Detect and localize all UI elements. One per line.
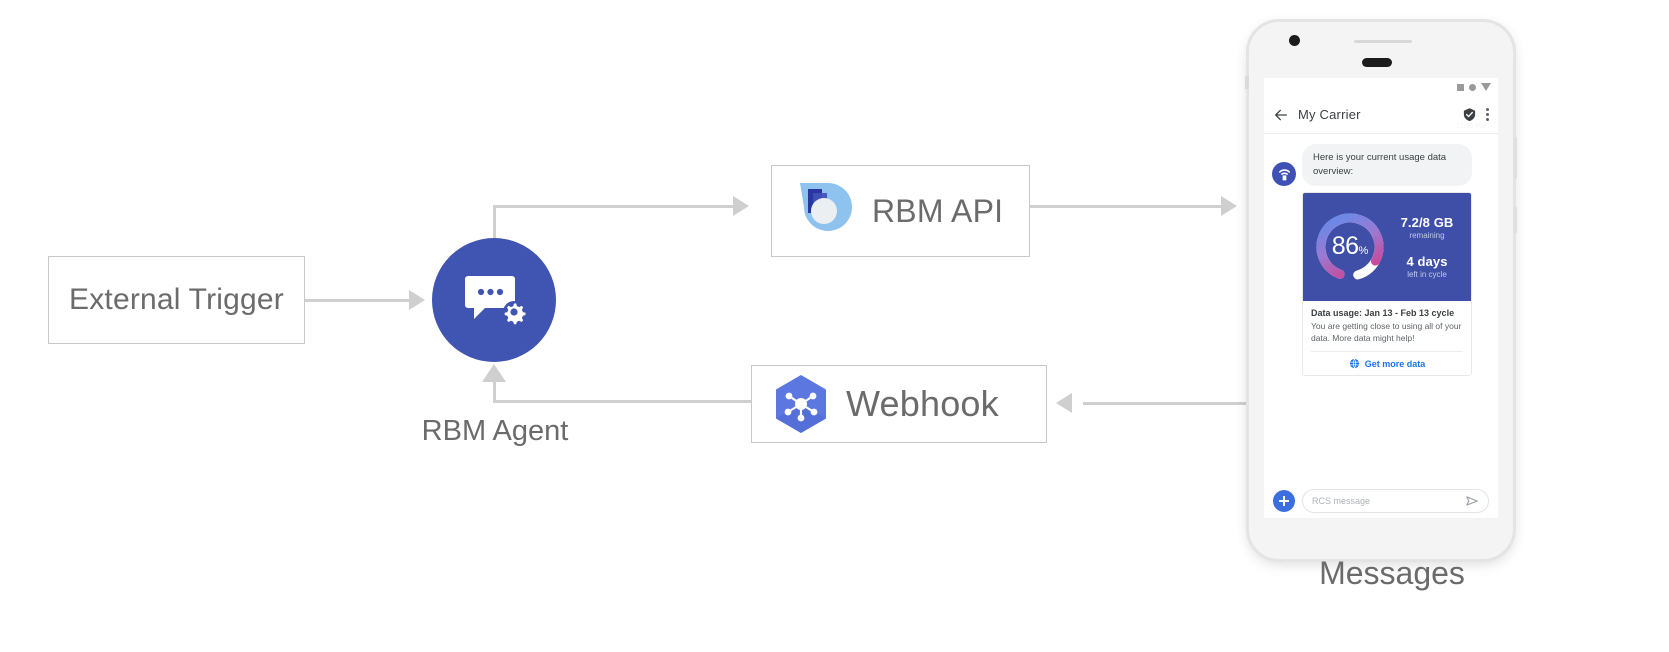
- back-arrow-icon[interactable]: [1273, 107, 1289, 123]
- rbm-api-icon: [800, 183, 852, 231]
- gauge-arc-icon: [1316, 213, 1384, 281]
- connector-agent-up: [493, 205, 496, 249]
- square-icon: [1457, 83, 1464, 91]
- arrowhead-trigger-to-agent: [409, 290, 425, 310]
- connector-agent-to-api: [493, 205, 733, 208]
- days-left-label: left in cycle: [1407, 269, 1447, 279]
- power-button[interactable]: [1513, 207, 1517, 233]
- get-more-data-button[interactable]: Get more data: [1311, 351, 1463, 369]
- message-timestamp: 12:30 PM: [1456, 123, 1486, 130]
- external-trigger-box[interactable]: External Trigger: [48, 256, 305, 344]
- gauge-percent-value: 86: [1331, 232, 1359, 261]
- webhook-box[interactable]: Webhook: [751, 365, 1047, 443]
- card-hero: 86 % 7.2/8 GB remaining 4 days left in c…: [1303, 192, 1471, 301]
- card-body: Data usage: Jan 13 - Feb 13 cycle You ar…: [1303, 301, 1471, 376]
- overflow-menu-icon[interactable]: [1486, 108, 1489, 121]
- app-bar: My Carrier: [1264, 96, 1498, 134]
- rbm-agent-label: RBM Agent: [421, 415, 569, 447]
- verified-shield-icon: [1463, 108, 1476, 122]
- globe-icon: [1349, 358, 1359, 369]
- card-title: Data usage: Jan 13 - Feb 13 cycle: [1311, 307, 1455, 318]
- rbm-api-label: RBM API: [872, 192, 1004, 229]
- connector-trigger-to-agent: [305, 299, 409, 302]
- gauge-percent-symbol: %: [1358, 245, 1369, 258]
- card-description: You are getting close to using all of yo…: [1311, 320, 1462, 343]
- chat-gear-icon: [465, 276, 526, 325]
- webhook-hexagon-icon: [776, 375, 826, 433]
- triangle-icon: [1481, 83, 1491, 91]
- carrier-antenna-icon: [1278, 169, 1290, 181]
- status-bar: [1264, 78, 1498, 96]
- conversation-area: 12:30 PM Here is your current usage data…: [1264, 123, 1498, 482]
- get-more-data-label: Get more data: [1364, 358, 1426, 369]
- front-camera-icon: [1289, 35, 1300, 46]
- avatar: [1272, 161, 1296, 186]
- phone-device: My Carrier 12:30 PM: [1245, 22, 1517, 559]
- webhook-label: Webhook: [846, 383, 999, 424]
- data-remaining-label: remaining: [1409, 230, 1445, 240]
- message-composer: RCS message: [1264, 482, 1498, 518]
- volume-button[interactable]: [1513, 137, 1517, 179]
- rcs-message-placeholder: RCS message: [1312, 496, 1371, 506]
- rcs-message-input[interactable]: RCS message: [1302, 489, 1489, 513]
- connector-webhook-to-agent: [493, 400, 751, 403]
- connector-api-to-device: [1030, 205, 1221, 208]
- arrowhead-webhook-to-agent: [482, 364, 506, 382]
- speaker-grill: [1354, 40, 1412, 43]
- hero-stats: 7.2/8 GB remaining 4 days left in cycle: [1389, 215, 1463, 279]
- message-bubble: Here is your current usage data overview…: [1302, 144, 1472, 186]
- arrowhead-device-to-webhook: [1056, 393, 1072, 413]
- external-trigger-label: External Trigger: [69, 283, 284, 316]
- rbm-api-box[interactable]: RBM API: [771, 165, 1030, 257]
- days-left-value: 4 days: [1406, 253, 1448, 269]
- arrowhead-api-to-device: [1221, 196, 1237, 216]
- usage-gauge: 86 %: [1311, 208, 1389, 286]
- circle-icon: [1469, 83, 1476, 91]
- side-button-left[interactable]: [1245, 76, 1249, 89]
- gauge-percent: 86 %: [1311, 208, 1389, 286]
- send-icon[interactable]: [1465, 494, 1479, 508]
- rich-card[interactable]: 86 % 7.2/8 GB remaining 4 days left in c…: [1302, 191, 1472, 377]
- connector-device-to-webhook: [1083, 402, 1255, 405]
- incoming-message-row: Here is your current usage data overview…: [1272, 144, 1490, 186]
- arrowhead-agent-to-api: [733, 196, 749, 216]
- earpiece: [1362, 58, 1392, 67]
- messages-label: Messages: [1319, 555, 1465, 591]
- connector-webhook-up: [493, 382, 496, 402]
- add-attachment-icon[interactable]: [1273, 490, 1295, 512]
- rbm-agent-node[interactable]: [432, 238, 556, 362]
- data-remaining-value: 7.2/8 GB: [1400, 214, 1454, 230]
- phone-screen: My Carrier 12:30 PM: [1264, 78, 1498, 518]
- conversation-title: My Carrier: [1298, 107, 1361, 122]
